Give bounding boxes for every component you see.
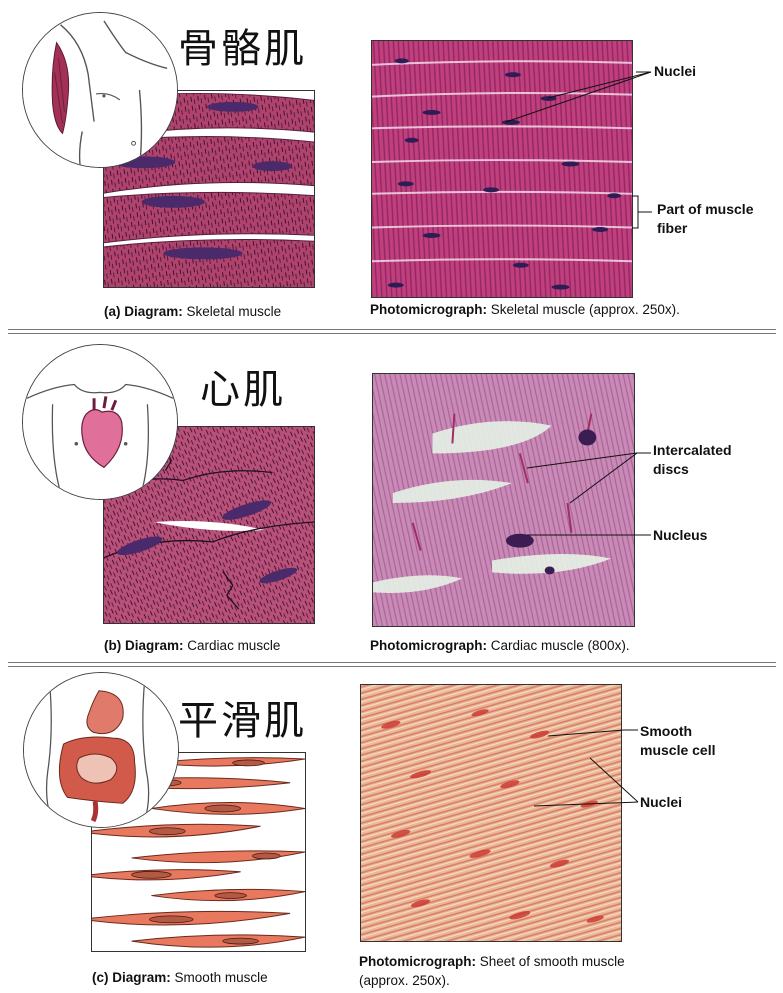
caption-letter: (b) <box>104 638 122 653</box>
skeletal-diagram-caption: (a) Diagram: Skeletal muscle <box>104 304 281 319</box>
smooth-muscle-cell-label: Smooth muscle cell <box>640 722 716 760</box>
smooth-muscle-title: 平滑肌 <box>178 698 307 744</box>
intercalated-discs-line1: Intercalated <box>653 442 732 458</box>
cardiac-photomicrograph <box>372 373 635 627</box>
skeletal-photo-caption: Photomicrograph: Skeletal muscle (approx… <box>370 302 680 317</box>
muscle-fiber-label-line2: fiber <box>657 220 688 236</box>
smooth-photo-caption-line2: (approx. 250x). <box>359 973 450 988</box>
intercalated-discs-line2: discs <box>653 461 689 477</box>
skeletal-muscle-panel: 骨骼肌 <box>0 0 783 330</box>
caption-text: Cardiac muscle (800x). <box>490 638 630 653</box>
smooth-muscle-cell-line1: Smooth <box>640 723 693 739</box>
caption-bold: Diagram: <box>124 304 183 319</box>
nucleus-label: Nucleus <box>653 527 708 543</box>
caption-letter: (c) <box>92 970 109 985</box>
caption-bold: Photomicrograph: <box>359 954 476 969</box>
cardiac-photo-caption: Photomicrograph: Cardiac muscle (800x). <box>370 638 630 653</box>
section-divider <box>8 662 776 667</box>
smooth-muscle-diagram <box>91 752 306 952</box>
intercalated-discs-label: Intercalated discs <box>653 441 732 479</box>
cardiac-muscle-panel: 心肌 <box>0 333 783 663</box>
smooth-muscle-cell-line2: muscle cell <box>640 742 716 758</box>
skeletal-photomicrograph <box>371 40 633 298</box>
caption-bold: Diagram: <box>112 970 171 985</box>
caption-text: Smooth muscle <box>174 970 268 985</box>
caption-text: Cardiac muscle <box>187 638 281 653</box>
smooth-photo-caption-line1: Photomicrograph: Sheet of smooth muscle <box>359 952 625 971</box>
muscle-fiber-label-line1: Part of muscle <box>657 201 754 217</box>
smooth-photo-caption: Photomicrograph: Sheet of smooth muscle … <box>359 952 625 990</box>
smooth-muscle-panel: 平滑肌 <box>0 666 783 993</box>
section-divider <box>8 329 776 334</box>
smooth-diagram-caption: (c) Diagram: Smooth muscle <box>92 970 268 985</box>
caption-text: Sheet of smooth muscle <box>479 954 625 969</box>
caption-letter: (a) <box>104 304 121 319</box>
caption-text: Skeletal muscle (approx. 250x). <box>490 302 680 317</box>
muscle-fiber-label: Part of muscle fiber <box>657 200 753 238</box>
cardiac-body-inset <box>22 344 178 500</box>
nuclei-label: Nuclei <box>654 63 697 79</box>
nuclei-label: Nuclei <box>640 794 683 810</box>
caption-text: Skeletal muscle <box>186 304 282 319</box>
smooth-photomicrograph <box>360 684 622 942</box>
smooth-body-inset <box>23 672 179 828</box>
skeletal-body-inset <box>22 12 178 168</box>
caption-bold: Diagram: <box>125 638 184 653</box>
caption-bold: Photomicrograph: <box>370 302 487 317</box>
cardiac-muscle-title: 心肌 <box>200 367 286 413</box>
cardiac-diagram-caption: (b) Diagram: Cardiac muscle <box>104 638 280 653</box>
skeletal-muscle-title: 骨骼肌 <box>178 26 307 72</box>
caption-bold: Photomicrograph: <box>370 638 487 653</box>
